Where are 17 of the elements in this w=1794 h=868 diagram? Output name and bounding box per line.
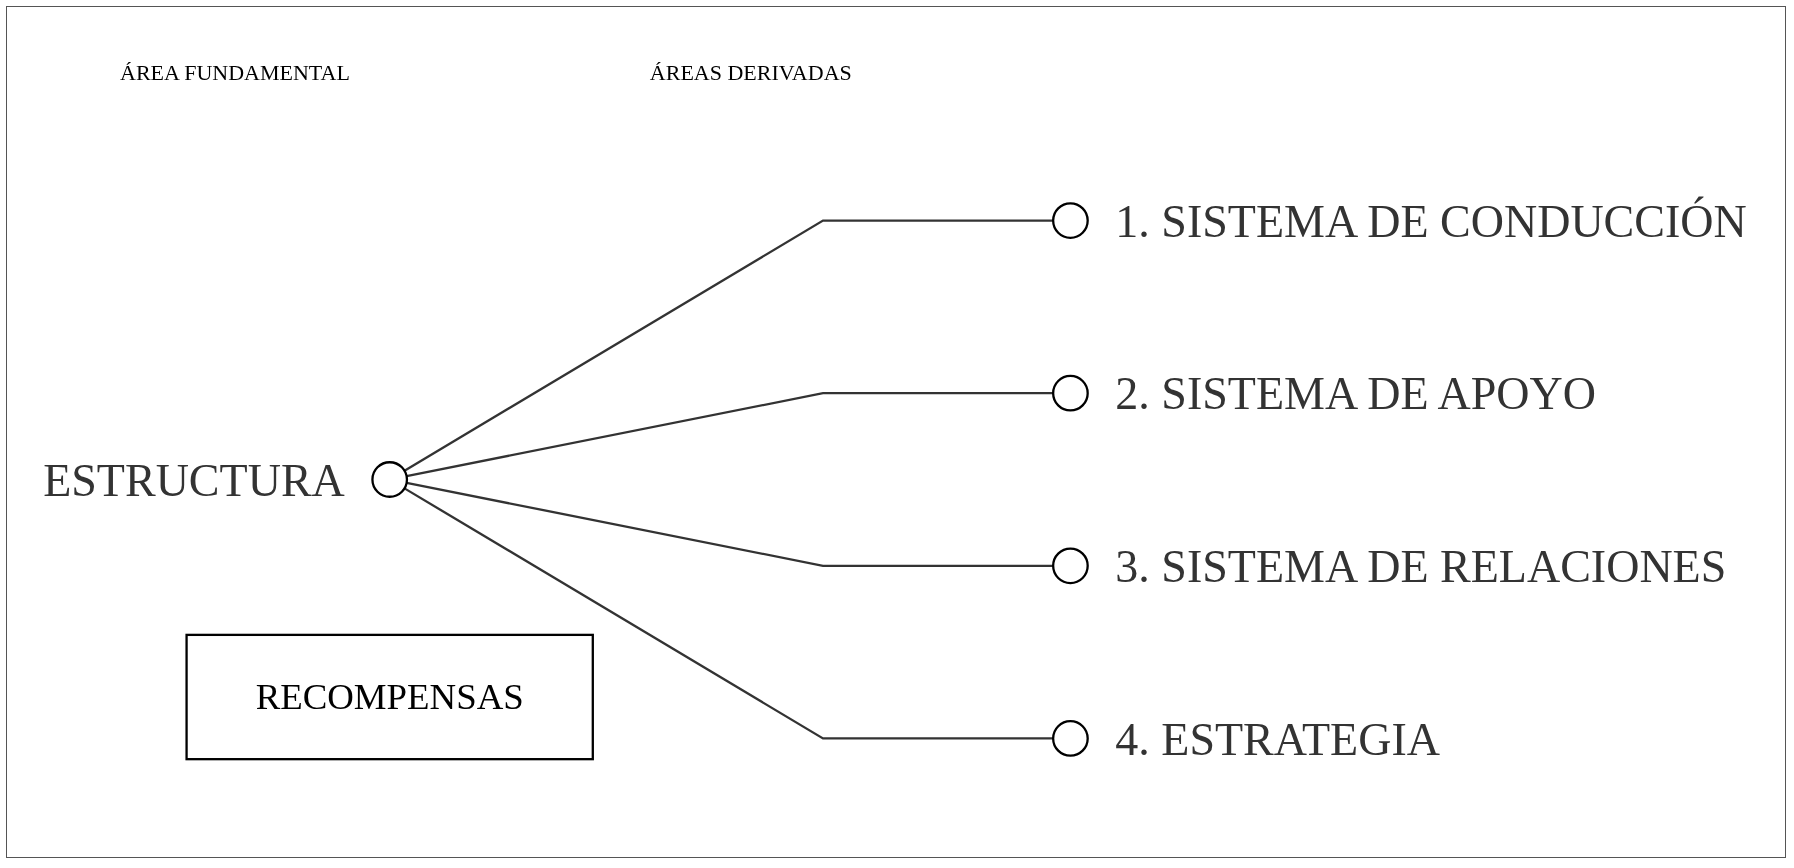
connector-line	[403, 219, 1054, 472]
ellipse-node	[1052, 720, 1089, 757]
column-heading: ÁREAS DERIVADAS	[649, 60, 852, 86]
node-caption: 4. ESTRATEGIA	[1115, 713, 1440, 765]
node-caption: 1. SISTEMA DE CONDUCCIÓN	[1115, 195, 1747, 247]
node-caption: ESTRUCTURA	[43, 454, 345, 506]
connector-line	[406, 392, 1054, 478]
ellipse-node	[371, 461, 409, 498]
ellipse-node	[1052, 202, 1089, 239]
ellipse-node	[1052, 374, 1089, 412]
connector-line	[403, 487, 1054, 740]
column-heading: ÁREA FUNDAMENTAL	[120, 60, 350, 86]
ellipse-node	[1052, 547, 1089, 585]
connector-line	[406, 481, 1054, 567]
node-caption: 2. SISTEMA DE APOYO	[1115, 368, 1596, 420]
process-box: RECOMPENSAS	[185, 633, 594, 761]
node-caption: 3. SISTEMA DE RELACIONES	[1115, 540, 1727, 592]
